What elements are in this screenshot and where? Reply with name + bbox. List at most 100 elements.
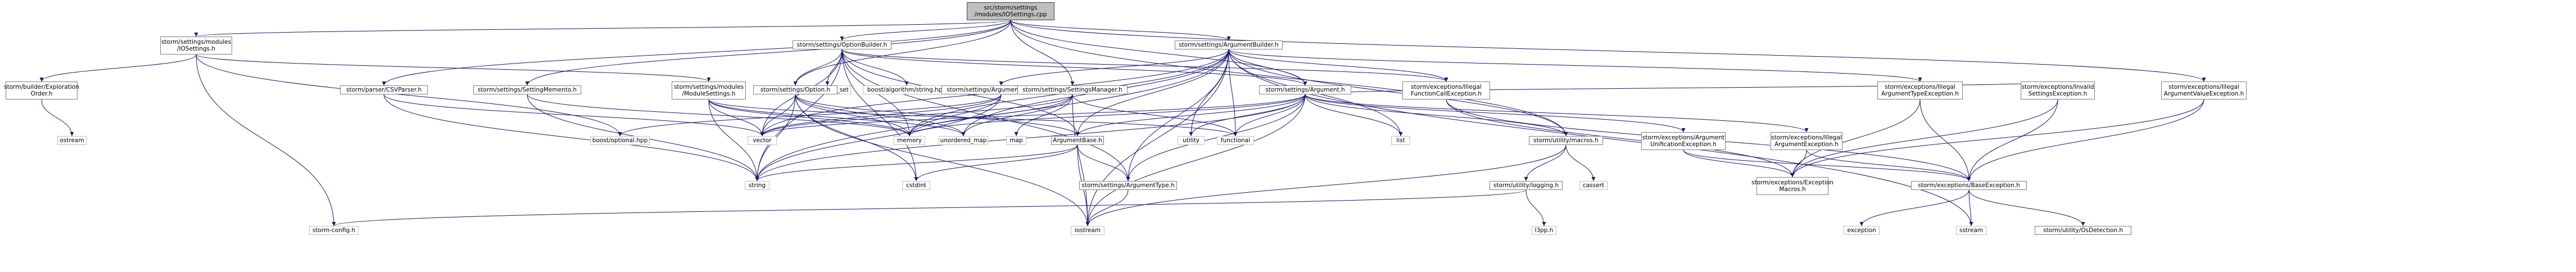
edge-argument-h-to-argument-type [1126, 94, 1306, 182]
node-label: unordered_map [940, 137, 987, 144]
node-module-settings[interactable]: storm/settings/modules/ModuleSettings.h [672, 81, 746, 99]
node-utility-macros[interactable]: storm/utility/macros.h [1529, 136, 1603, 145]
edge-setting-memento-to-memory [527, 94, 912, 137]
node-label: storm/exceptions/Illegal [2168, 84, 2239, 90]
edge-argument-h-to-list [1305, 94, 1403, 137]
edge-illegal-argument-value-to-exception-macros [1790, 99, 2204, 178]
edge-argument-builder-to-argument-type [1126, 49, 1229, 182]
node-argument-base[interactable]: ArgumentBase.h [1051, 136, 1104, 145]
node-iostream[interactable]: iostream [1071, 226, 1104, 235]
edge-argument-base-to-string [755, 144, 1078, 182]
node-unordered-map[interactable]: unordered_map [939, 136, 988, 145]
node-sstream[interactable]: sstream [1956, 226, 1986, 235]
node-option-h[interactable]: storm/settings/Option.h [753, 85, 837, 94]
node-storm-config[interactable]: storm-config.h [309, 226, 359, 235]
edge-argument-unification-to-exception-macros [1683, 149, 1795, 178]
node-io-settings-h[interactable]: storm/settings/modules/IOSettings.h [160, 37, 232, 55]
node-label: storm/settings/ArgumentType.h [1081, 182, 1175, 189]
edge-root-to-io-settings-h [194, 20, 1011, 37]
edge-csv-parser-to-string [383, 94, 759, 182]
edge-settings-manager-to-unordered-map [961, 94, 1073, 137]
node-option-builder[interactable]: storm/settings/OptionBuilder.h [793, 40, 891, 49]
edge-argument-h-to-illegal-argument [1305, 94, 1809, 133]
edge-argument-h-to-vector [760, 94, 1306, 137]
node-label: storm/utility/OsDetection.h [2043, 227, 2124, 234]
node-label: ostream [60, 137, 84, 144]
node-label: list [1396, 137, 1405, 144]
node-label: ArgumentException.h [1774, 141, 1839, 148]
node-cstdint[interactable]: cstdint [902, 181, 930, 190]
node-utility[interactable]: utility [1178, 136, 1205, 145]
edge-argument-h-to-argument-base [1075, 94, 1306, 137]
node-map[interactable]: map [1006, 136, 1026, 145]
node-ostream[interactable]: ostream [57, 136, 87, 145]
edge-root-to-illegal-argument-value [1010, 20, 2206, 82]
edge-utility-logging-to-storm-config [332, 189, 1527, 226]
node-label: storm/settings/OptionBuilder.h [796, 42, 888, 48]
edge-argument-h-to-utility-macros [1305, 94, 1568, 137]
edge-io-settings-h-to-storm-config [196, 54, 336, 226]
node-vector[interactable]: vector [748, 136, 777, 145]
edge-argument-base-to-cstdint [914, 144, 1078, 182]
node-label: sstream [1959, 227, 1984, 234]
node-csv-parser[interactable]: storm/parser/CSVParser.h [340, 85, 428, 94]
edge-base-exception-to-os-detection [1968, 189, 2085, 226]
node-functional[interactable]: functional [1217, 136, 1254, 145]
edge-settings-manager-to-iostream [1072, 94, 1090, 226]
node-label: storm/parser/CSVParser.h [346, 87, 422, 93]
node-settings-manager[interactable]: storm/settings/SettingsManager.h [1017, 85, 1128, 94]
edge-argument-h-to-string [755, 94, 1306, 182]
node-string[interactable]: string [745, 181, 769, 190]
node-boost-string[interactable]: boost/algorithm/string.hpp [863, 85, 950, 94]
node-exception[interactable]: exception [1844, 226, 1880, 235]
node-os-detection[interactable]: storm/utility/OsDetection.h [2035, 226, 2131, 235]
node-setting-memento[interactable]: storm/settings/SettingMemento.h [473, 85, 581, 94]
edge-root-to-utility-macros [1010, 20, 1568, 137]
node-label: storm/utility/macros.h [1533, 137, 1599, 144]
edge-option-builder-to-argument-type [841, 49, 1130, 182]
node-label: /ModuleSettings.h [682, 90, 736, 97]
node-utility-logging[interactable]: storm/utility/logging.h [1490, 181, 1563, 190]
edge-argument-h-to-memory [907, 94, 1306, 137]
node-memory[interactable]: memory [894, 136, 925, 145]
node-label: storm/exceptions/BaseException.h [1918, 182, 2020, 189]
node-base-exception[interactable]: storm/exceptions/BaseException.h [1911, 181, 2027, 190]
node-root: src/storm/settings/modules/IOSettings.cp… [967, 2, 1054, 20]
edge-module-settings-to-string [708, 99, 759, 182]
node-label: vector [753, 137, 772, 144]
edge-root-to-setting-memento [525, 20, 1011, 86]
node-label: storm/exceptions/Exception [1751, 179, 1833, 186]
edge-invalid-settings-to-base-exception [1967, 99, 2058, 182]
edge-argument-builder-to-argument-h [1228, 49, 1307, 86]
edge-option-builder-to-illegal-function-call [841, 49, 1448, 82]
edge-argument-h-to-argument-unification [1305, 94, 1686, 133]
node-label: boost/algorithm/string.hpp [867, 87, 947, 93]
node-argument-type[interactable]: storm/settings/ArgumentType.h [1079, 181, 1177, 190]
node-label: memory [897, 137, 922, 144]
node-argument-h[interactable]: storm/settings/Argument.h [1259, 85, 1351, 94]
node-cassert[interactable]: cassert [1579, 181, 1608, 190]
node-label: iostream [1074, 227, 1101, 234]
node-l3pp[interactable]: l3pp.h [1532, 226, 1556, 235]
edge-utility-macros-to-utility-logging [1524, 144, 1567, 182]
node-label: storm/exceptions/Illegal [1411, 84, 1482, 90]
edge-option-builder-to-option-h [793, 49, 843, 86]
node-label: storm/settings/modules [161, 39, 232, 46]
node-label: exception [1847, 227, 1876, 234]
node-list[interactable]: list [1391, 136, 1410, 145]
edge-illegal-argument-to-base-exception [1806, 149, 1971, 182]
edge-utility-logging-to-l3pp [1525, 189, 1546, 226]
node-argument-builder[interactable]: storm/settings/ArgumentBuilder.h [1175, 40, 1283, 49]
node-label: storm/exceptions/Argument [1642, 134, 1725, 141]
node-boost-optional[interactable]: boost/optional.hpp [590, 136, 650, 145]
edge-utility-macros-to-iostream [1085, 144, 1567, 226]
